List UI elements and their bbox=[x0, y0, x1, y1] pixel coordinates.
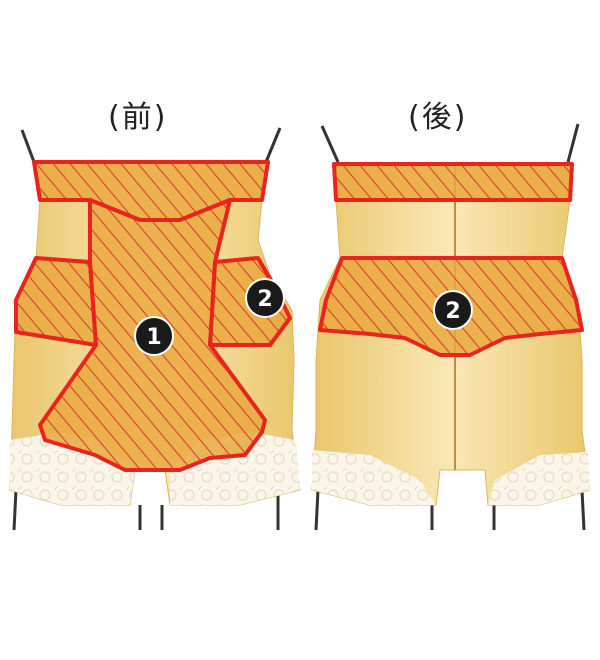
front-main-marker: 1 bbox=[134, 316, 174, 356]
svg-text:1: 1 bbox=[146, 325, 161, 350]
svg-text:2: 2 bbox=[445, 299, 460, 324]
svg-text:2: 2 bbox=[257, 287, 272, 312]
back-lace-left bbox=[312, 450, 436, 505]
front-garment: 1 2 bbox=[9, 127, 301, 531]
front-left-strap bbox=[20, 129, 36, 163]
back-left-strap bbox=[320, 125, 340, 163]
back-right-strap bbox=[566, 123, 580, 163]
front-side-marker: 2 bbox=[245, 278, 285, 318]
back-waist-marker: 2 bbox=[433, 290, 473, 330]
back-lace-right bbox=[488, 452, 590, 505]
front-view-label: (前) bbox=[108, 100, 168, 135]
front-right-strap bbox=[264, 127, 282, 163]
back-garment: 2 bbox=[311, 123, 591, 531]
front-side-band-left bbox=[14, 256, 98, 347]
back-view-label: (後) bbox=[408, 100, 468, 135]
back-top-band bbox=[332, 162, 574, 202]
